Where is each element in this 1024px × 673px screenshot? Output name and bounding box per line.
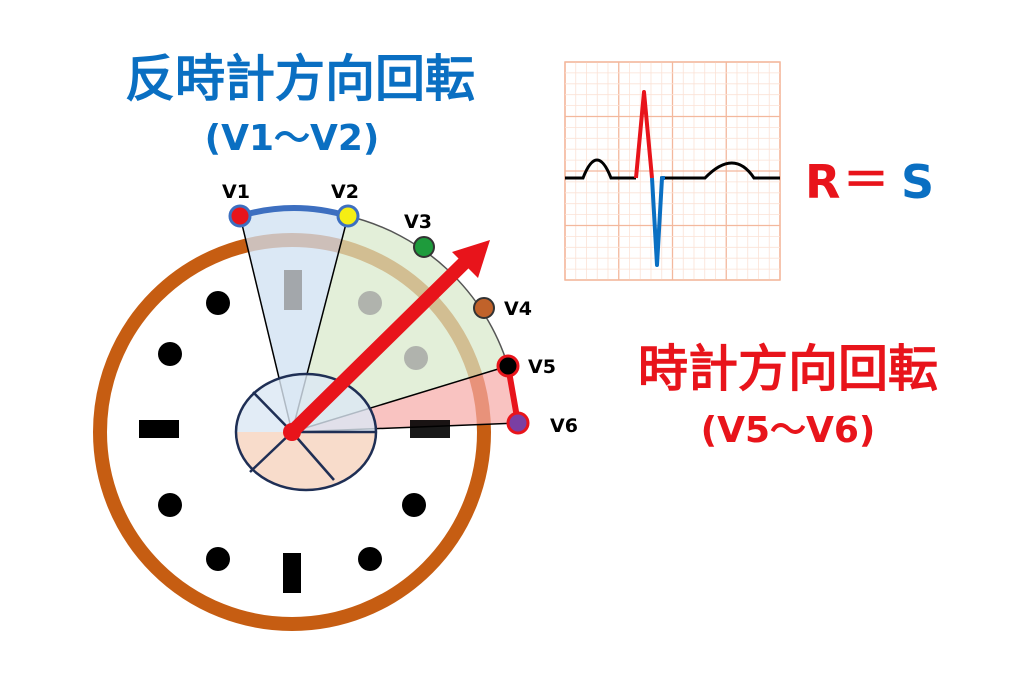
inner-spoke-a: [252, 391, 293, 433]
lead-label-v6: V6: [550, 415, 578, 437]
lead-dot-v4: [473, 297, 495, 319]
marker-9: [139, 420, 179, 438]
lead-label-v2: V2: [331, 181, 359, 203]
title-counterclockwise: 反時計方向回転: [125, 50, 475, 108]
lead-label-v4: V4: [504, 298, 532, 320]
marker-6: [283, 553, 301, 593]
electrical-axis-arrow: [283, 240, 490, 441]
ecg-s-wave: [650, 176, 665, 267]
marker-4: [402, 493, 426, 517]
ecg-r-wave: [634, 90, 654, 179]
marker-10: [158, 342, 182, 366]
lead-dot-v5: [496, 354, 520, 378]
inner-ellipse-lower: [236, 432, 376, 490]
marker-12: [284, 270, 302, 310]
ecg-panel: [564, 61, 781, 281]
lead-dot-v3: [413, 236, 435, 258]
lead-label-v1: V1: [222, 181, 250, 203]
marker-8: [158, 493, 182, 517]
marker-3: [410, 420, 450, 438]
lead-dot-v6: [506, 411, 530, 435]
hour-markers: [139, 270, 450, 593]
marker-11: [206, 291, 230, 315]
marker-7: [206, 547, 230, 571]
inner-ellipse: [234, 372, 378, 492]
title-clockwise-range: (V5～V6): [701, 410, 876, 451]
lead-dots: [228, 204, 530, 435]
marker-1: [358, 291, 382, 315]
marker-5: [358, 547, 382, 571]
rs-s: S: [901, 155, 934, 209]
lead-label-v5: V5: [528, 356, 556, 378]
title-clockwise: 時計方向回転: [638, 340, 938, 398]
inner-spoke-c: [291, 431, 335, 481]
lead-dot-v2: [336, 204, 360, 228]
sector-v1-v2: [240, 209, 348, 432]
lead-label-v3: V3: [404, 211, 432, 233]
axis-origin-dot: [283, 423, 301, 441]
title-counterclockwise-range: (V1～V2): [205, 118, 380, 159]
ecg-grid: [564, 61, 781, 281]
inner-spoke-b: [249, 431, 293, 473]
ecg-baseline-waves: [565, 158, 780, 180]
rs-r: R: [805, 155, 840, 209]
arc-v1-v2: [237, 205, 351, 219]
lead-dot-v1: [228, 204, 252, 228]
marker-2: [404, 346, 428, 370]
rs-equals: ＝: [843, 153, 889, 207]
